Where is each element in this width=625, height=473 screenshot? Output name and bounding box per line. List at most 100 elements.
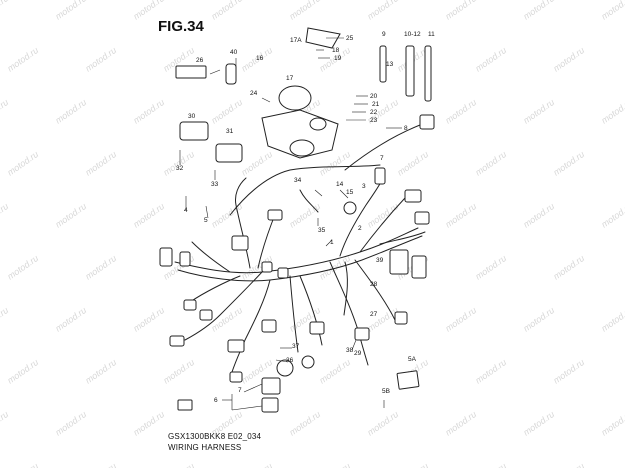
horn bbox=[276, 359, 294, 377]
watermark-text: motod.ru bbox=[551, 45, 586, 74]
connector bbox=[414, 211, 430, 225]
callout-label: 32 bbox=[176, 165, 184, 172]
watermark-text: motod.ru bbox=[287, 409, 322, 438]
watermark-text: motod.ru bbox=[473, 357, 508, 386]
watermark-text: motod.ru bbox=[317, 357, 352, 386]
connector bbox=[179, 251, 191, 267]
callout-label: 30 bbox=[188, 113, 196, 120]
callout-label: 26 bbox=[196, 57, 204, 64]
connector bbox=[169, 335, 185, 347]
watermark-text: motod.ru bbox=[599, 201, 625, 230]
callout-label: 2 bbox=[358, 225, 362, 232]
callout-label: 16 bbox=[256, 55, 264, 62]
watermark-text: motod.ru bbox=[0, 409, 10, 438]
horn bbox=[301, 355, 315, 369]
watermark-text: motod.ru bbox=[209, 0, 244, 22]
watermark-text: motod.ru bbox=[599, 409, 625, 438]
callout-label: 22 bbox=[370, 109, 378, 116]
harness-branch bbox=[289, 275, 299, 353]
sensor bbox=[343, 201, 357, 215]
watermark-text: motod.ru bbox=[287, 201, 322, 230]
watermark-text: motod.ru bbox=[521, 201, 556, 230]
watermark-text: motod.ru bbox=[161, 149, 196, 178]
callout-label: 6 bbox=[214, 397, 218, 404]
watermark-text: motod.ru bbox=[161, 357, 196, 386]
connector bbox=[309, 321, 325, 335]
harness-branch bbox=[299, 275, 323, 346]
watermark-text: motod.ru bbox=[443, 305, 478, 334]
watermark-text: motod.ru bbox=[53, 97, 88, 126]
upper-harness bbox=[229, 164, 381, 216]
connector bbox=[231, 235, 249, 251]
callout-label: 5A bbox=[408, 356, 417, 363]
watermark-text: motod.ru bbox=[131, 97, 166, 126]
watermark-text: motod.ru bbox=[521, 409, 556, 438]
watermark-text: motod.ru bbox=[5, 253, 40, 282]
connector bbox=[394, 311, 408, 325]
connector bbox=[199, 309, 213, 321]
callout-label: 13 bbox=[386, 61, 394, 68]
callout-label: 25 bbox=[346, 35, 354, 42]
connector bbox=[411, 255, 427, 279]
harness-branch bbox=[235, 177, 251, 269]
figure-code: GSX1300BKK8 E02_034 bbox=[168, 432, 262, 441]
callout-label: 23 bbox=[370, 117, 378, 124]
callout-label: 8 bbox=[404, 125, 408, 132]
callout-label: 1 bbox=[330, 239, 334, 246]
callout-label: 3 bbox=[362, 183, 366, 190]
harness-branch bbox=[191, 241, 231, 273]
watermark-text: motod.ru bbox=[53, 305, 88, 334]
callout-label: 4 bbox=[184, 207, 188, 214]
watermark-text: motod.ru bbox=[5, 45, 40, 74]
watermark-text: motod.ru bbox=[521, 97, 556, 126]
watermark-text: motod.ru bbox=[209, 201, 244, 230]
figure-title: FIG.34 bbox=[158, 18, 204, 35]
watermark-text: motod.ru bbox=[443, 409, 478, 438]
ignition-switch-assembly bbox=[225, 27, 341, 159]
ignition-lock bbox=[289, 139, 315, 157]
callout-label: 21 bbox=[372, 101, 380, 108]
callout-label: 7 bbox=[238, 387, 242, 394]
connector bbox=[229, 371, 243, 383]
watermark-text: motod.ru bbox=[287, 0, 322, 22]
figure-name: WIRING HARNESS bbox=[168, 443, 242, 452]
connector bbox=[374, 167, 386, 185]
connector bbox=[261, 261, 273, 273]
watermark-text: motod.ru bbox=[131, 201, 166, 230]
callout-label: 14 bbox=[336, 181, 344, 188]
watermark-text: motod.ru bbox=[83, 45, 118, 74]
callout-label: 27 bbox=[370, 311, 378, 318]
callout-label: 19 bbox=[334, 55, 342, 62]
callout-label: 9 bbox=[382, 31, 386, 38]
watermark-text: motod.ru bbox=[83, 149, 118, 178]
sensor-lead bbox=[344, 124, 421, 171]
watermark-text: motod.ru bbox=[53, 0, 88, 22]
harness-branch bbox=[359, 197, 406, 253]
callout-label: 40 bbox=[230, 49, 238, 56]
relay bbox=[261, 377, 281, 395]
watermark-text: motod.ru bbox=[5, 149, 40, 178]
watermark-text: motod.ru bbox=[473, 461, 508, 468]
watermark-text: motod.ru bbox=[473, 253, 508, 282]
watermark-text: motod.ru bbox=[83, 461, 118, 468]
watermark-text: motod.ru bbox=[521, 305, 556, 334]
watermark-text: motod.ru bbox=[0, 201, 10, 230]
harness-branch bbox=[354, 259, 396, 321]
callout-label: 5 bbox=[204, 217, 208, 224]
callout-label: 39 bbox=[376, 257, 384, 264]
watermark-text: motod.ru bbox=[521, 0, 556, 22]
watermark-text: motod.ru bbox=[365, 409, 400, 438]
watermark-text: motod.ru bbox=[209, 97, 244, 126]
callout-label: 17 bbox=[286, 75, 294, 82]
callout-label: 37 bbox=[292, 343, 300, 350]
watermark-text: motod.ru bbox=[83, 357, 118, 386]
harness-branch bbox=[343, 261, 348, 316]
watermark-text: motod.ru bbox=[473, 149, 508, 178]
watermark-text: motod.ru bbox=[365, 0, 400, 22]
watermark-text: motod.ru bbox=[317, 461, 352, 468]
callout-label: 17A bbox=[290, 37, 302, 44]
watermark-text: motod.ru bbox=[131, 409, 166, 438]
callout-label: 18 bbox=[332, 47, 340, 54]
watermark-text: motod.ru bbox=[53, 201, 88, 230]
